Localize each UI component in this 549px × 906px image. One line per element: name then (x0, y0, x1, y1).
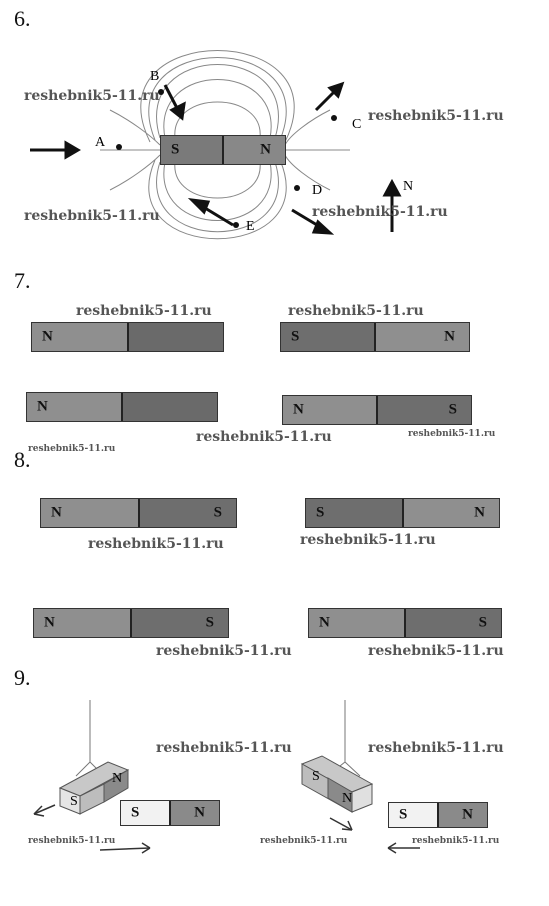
point-b-label: B (150, 69, 159, 84)
pole-label: N (194, 804, 205, 821)
p7-magnet-2: S N (280, 322, 470, 352)
p8-magnet-2: S N (305, 498, 500, 528)
field-lines-diagram: A B C D E N (30, 50, 413, 240)
point-c-label: C (352, 117, 361, 132)
watermark: reshebnik5-11.ru (28, 444, 116, 454)
p9-left-table-magnet: S N (120, 800, 220, 826)
pole-label: N (444, 328, 455, 345)
problem-9-number: 9. (14, 665, 31, 690)
p6-magnet-left-pole: S (171, 141, 180, 158)
watermark: reshebnik5-11.ru (196, 429, 332, 445)
watermark: reshebnik5-11.ru (412, 836, 500, 846)
watermark: reshebnik5-11.ru (24, 88, 160, 104)
pole-label: N (293, 401, 304, 418)
pole-label: S (205, 614, 214, 631)
p9-right-table-magnet: S N (388, 802, 488, 828)
watermark: reshebnik5-11.ru (288, 303, 424, 319)
point-e-label: E (246, 219, 255, 234)
pole-label: N (37, 398, 48, 415)
pole-label: S (131, 804, 140, 821)
pole-label: N (44, 614, 55, 631)
watermark: reshebnik5-11.ru (368, 643, 504, 659)
p7-magnet-3: N (26, 392, 218, 422)
pole-label: N (51, 504, 62, 521)
compass-n-label: N (403, 179, 413, 194)
p8-magnet-3: N S (33, 608, 229, 638)
point-a-label: A (95, 135, 106, 150)
watermark: reshebnik5-11.ru (312, 204, 448, 220)
p8-magnet-4: N S (308, 608, 502, 638)
p9-left-hanging-b: N (112, 771, 122, 786)
watermark: reshebnik5-11.ru (156, 643, 292, 659)
pole-label: N (462, 806, 473, 823)
pole-label: S (316, 504, 325, 521)
watermark: reshebnik5-11.ru (24, 208, 160, 224)
point-d-label: D (312, 183, 322, 198)
problem-8-number: 8. (14, 447, 31, 472)
watermark: reshebnik5-11.ru (368, 740, 504, 756)
p9-right-hanging-a: S (312, 769, 320, 784)
pole-label: S (478, 614, 487, 631)
p6-magnet: S N (160, 135, 286, 165)
pole-label: N (474, 504, 485, 521)
pole-label: N (319, 614, 330, 631)
watermark: reshebnik5-11.ru (156, 740, 292, 756)
pole-label: S (448, 401, 457, 418)
suspended-magnet-diagram: S N S N (33, 700, 420, 854)
watermark: reshebnik5-11.ru (76, 303, 212, 319)
watermark: reshebnik5-11.ru (368, 108, 504, 124)
watermark: reshebnik5-11.ru (88, 536, 224, 552)
watermark: reshebnik5-11.ru (28, 836, 116, 846)
pole-label: S (399, 806, 408, 823)
watermark: reshebnik5-11.ru (408, 429, 496, 439)
p8-magnet-1: N S (40, 498, 237, 528)
problem-6-number: 6. (14, 6, 31, 31)
watermark: reshebnik5-11.ru (260, 836, 348, 846)
p7-magnet-4: N S (282, 395, 472, 425)
p7-magnet-1: N (31, 322, 224, 352)
pole-label: S (213, 504, 222, 521)
pole-label: N (42, 328, 53, 345)
watermark: reshebnik5-11.ru (300, 532, 436, 548)
p9-right-hanging-b: N (342, 791, 352, 806)
p9-left-hanging-a: S (70, 794, 78, 809)
p6-magnet-right-pole: N (260, 141, 271, 158)
pole-label: S (291, 328, 300, 345)
problem-7-number: 7. (14, 268, 31, 293)
